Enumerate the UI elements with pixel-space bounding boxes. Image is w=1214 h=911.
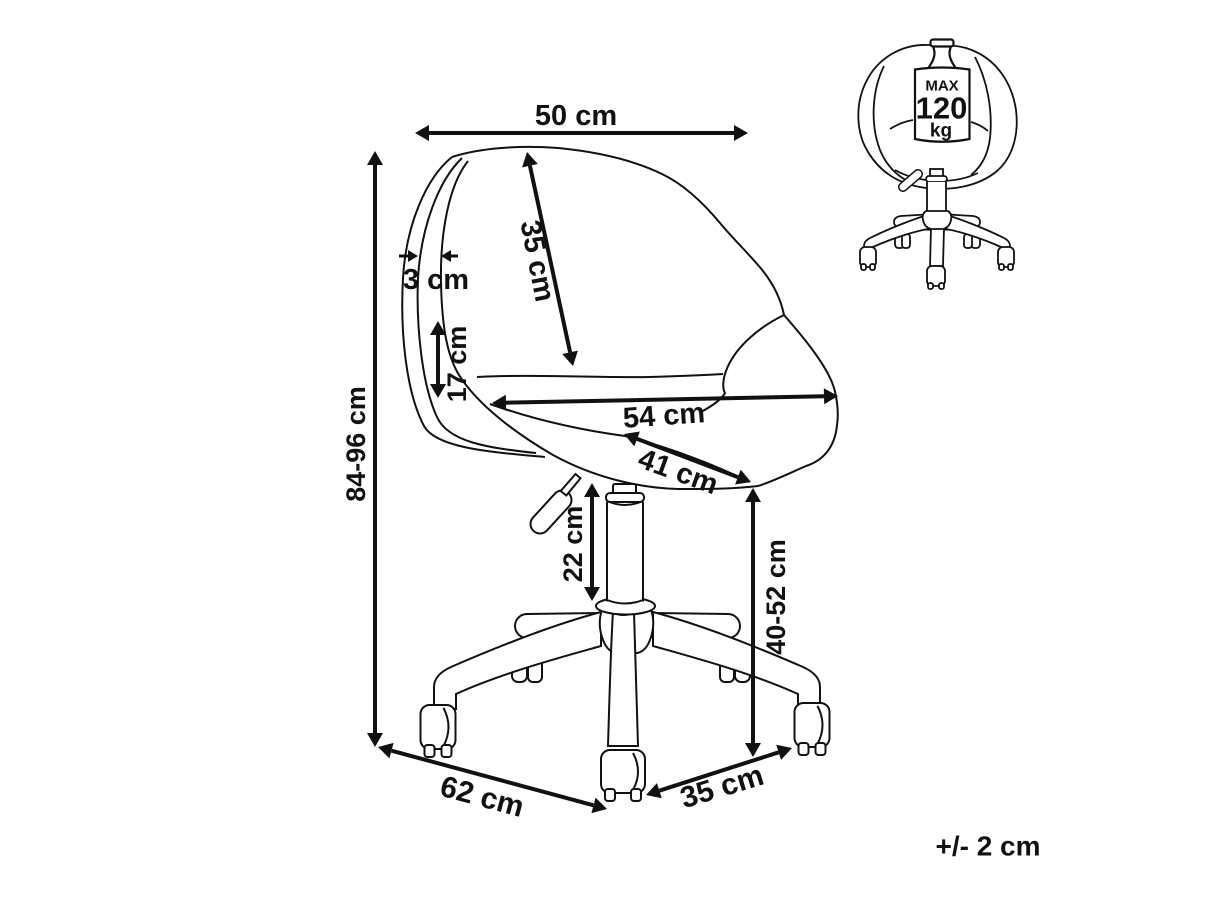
svg-text:54 cm: 54 cm [622, 397, 706, 435]
svg-text:MAX: MAX [925, 78, 958, 95]
svg-text:50 cm: 50 cm [535, 100, 617, 132]
svg-text:120: 120 [916, 91, 968, 126]
svg-text:40-52 cm: 40-52 cm [761, 539, 791, 655]
svg-text:84-96 cm: 84-96 cm [341, 386, 371, 502]
svg-text:+/- 2 cm: +/- 2 cm [935, 831, 1040, 862]
svg-text:3 cm: 3 cm [403, 264, 469, 296]
svg-text:kg: kg [930, 121, 952, 142]
svg-text:22 cm: 22 cm [558, 506, 588, 583]
svg-text:17 cm: 17 cm [442, 326, 472, 403]
